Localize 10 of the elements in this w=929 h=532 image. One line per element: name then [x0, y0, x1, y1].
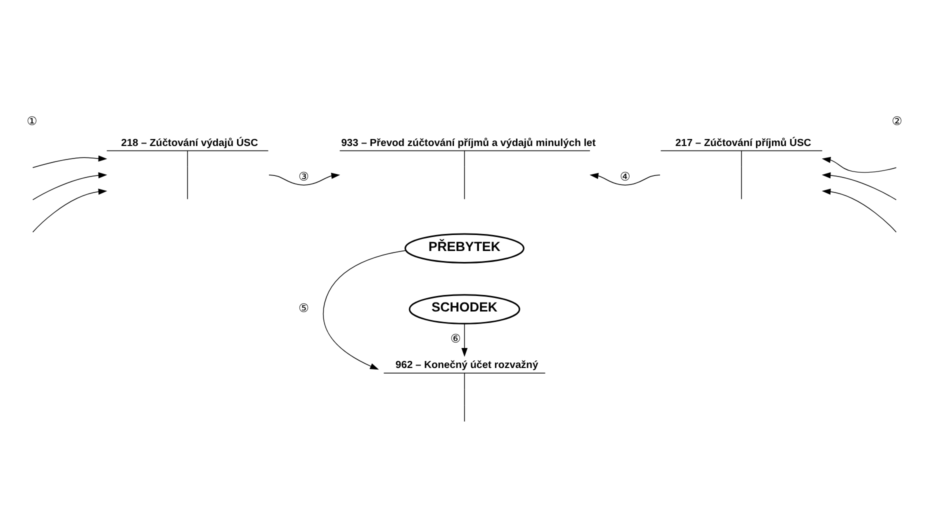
edge-label: ④ [620, 169, 630, 184]
node-text: 962 – Konečný účet rozvažný [396, 360, 538, 371]
edge-label: ⑥ [450, 331, 461, 346]
label: ① [26, 113, 38, 128]
edge-label: ③ [298, 169, 310, 184]
node-text: 933 – Převod zúčtování příjmů a výdajů minulých let [341, 137, 596, 148]
node-text: 218 – Zúčtování výdajů ÚSC [121, 137, 258, 148]
node-text: 217 – Zúčtování příjmů ÚSC [675, 137, 812, 148]
label: ② [892, 113, 902, 128]
edge-label: ⑤ [298, 300, 310, 315]
